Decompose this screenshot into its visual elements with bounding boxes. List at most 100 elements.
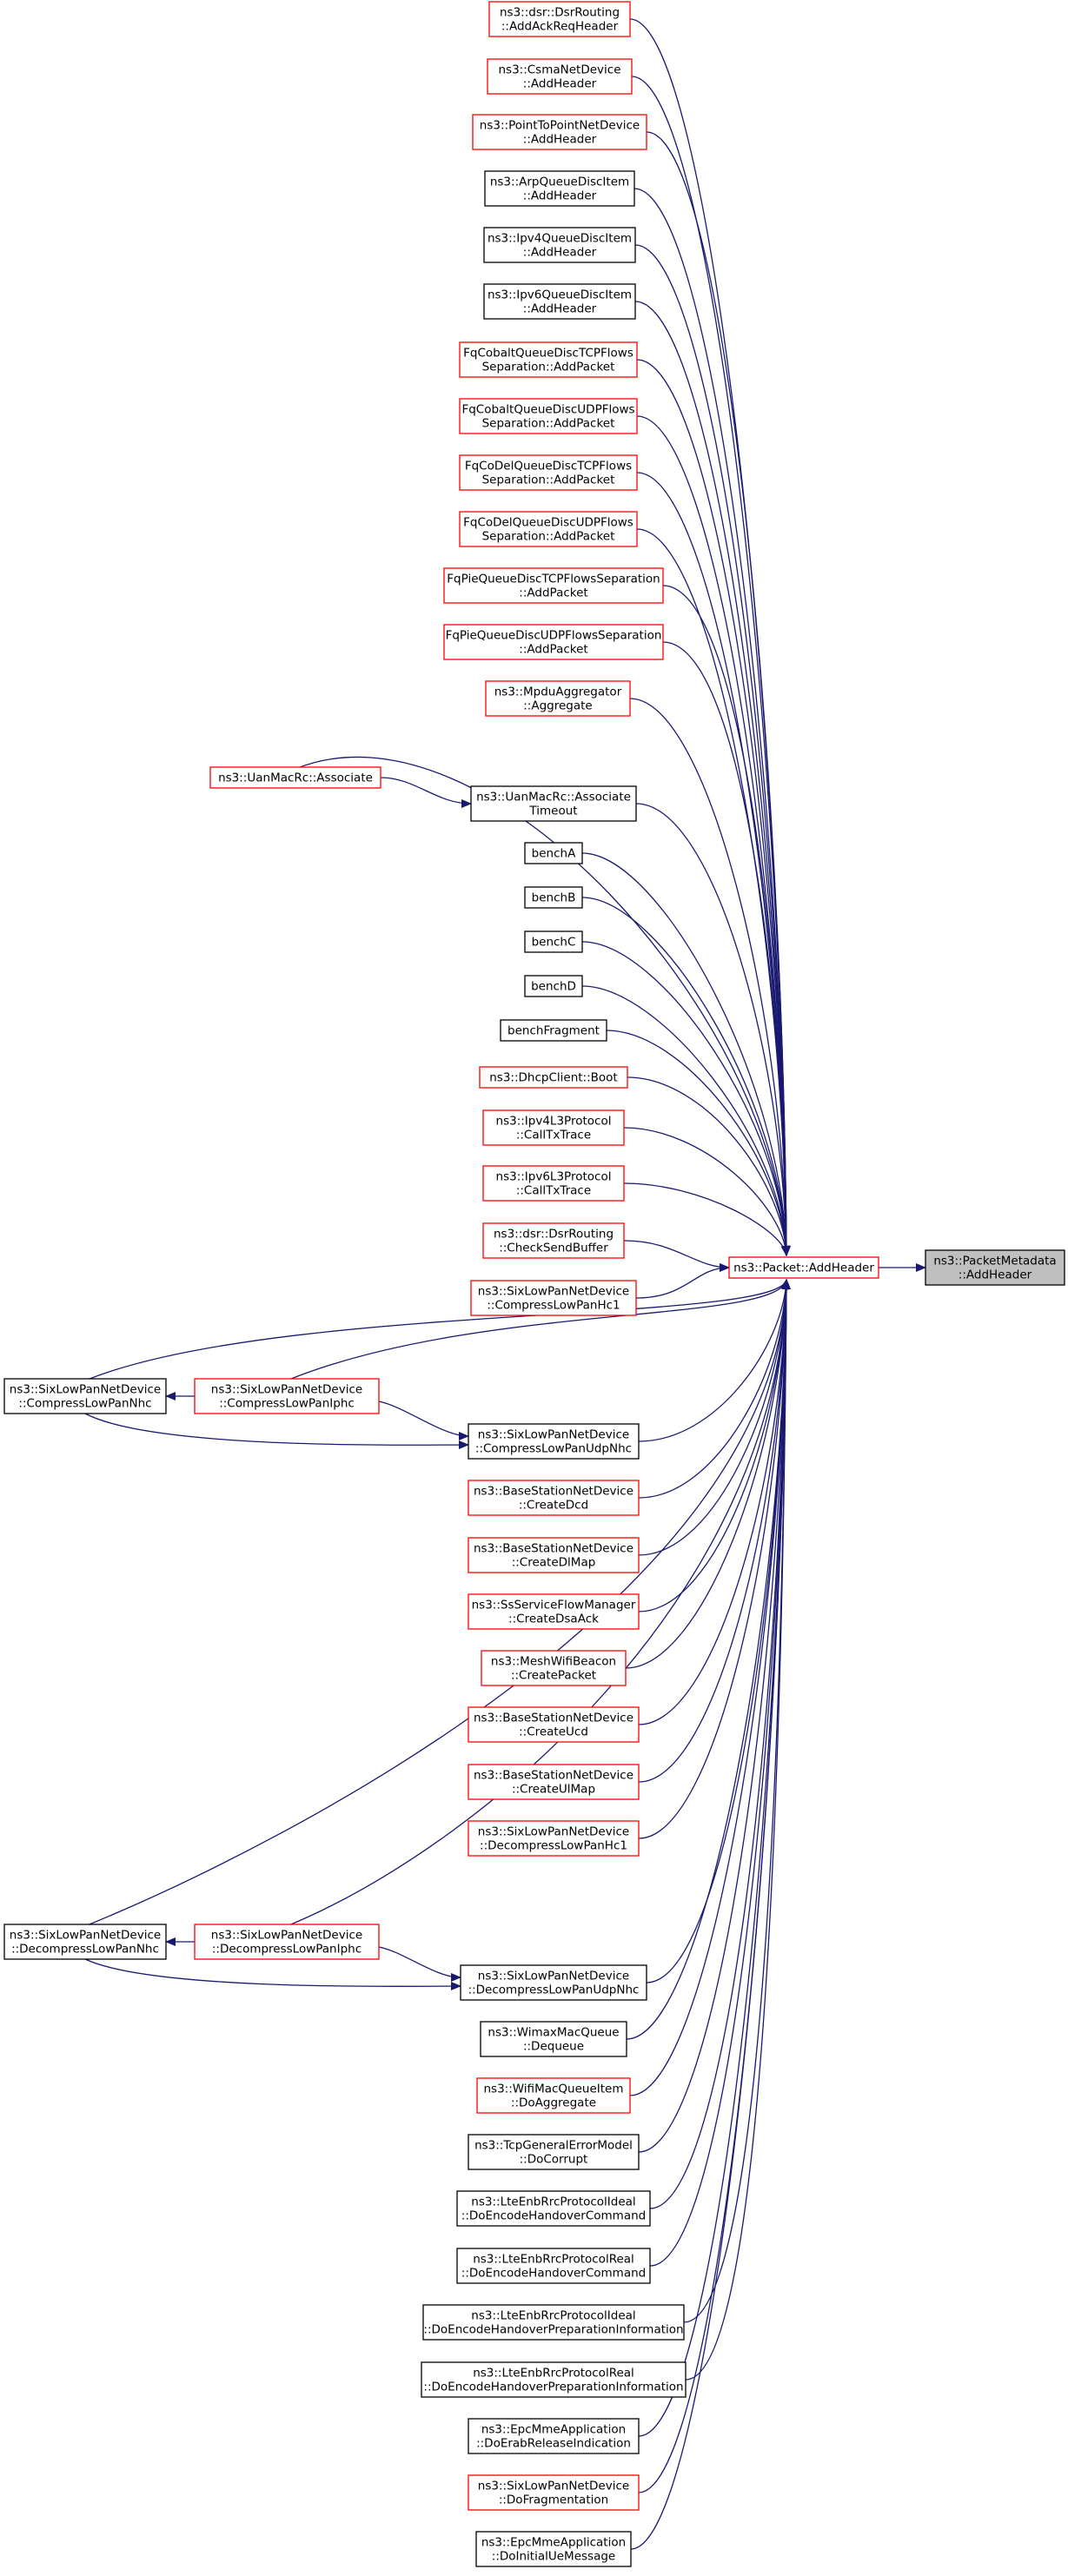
edge-caller-20-to-center	[627, 1076, 791, 1256]
caller-node-8-box	[459, 398, 638, 434]
edge-caller-5-to-center	[634, 244, 791, 1256]
secondary-node-3-label-1: ns3::SixLowPanNetDevice	[10, 1383, 161, 1397]
caller-node-27[interactable]: ns3::BaseStationNetDevice::CreateDlMap	[468, 1537, 640, 1573]
caller-node-28-label-2: ::CreateDsaAck	[508, 1612, 599, 1626]
caller-node-10[interactable]: FqCoDelQueueDiscUDPFlowsSeparation::AddP…	[459, 511, 638, 547]
secondary-node-5-label-2: ::DecompressLowPanNhc	[11, 1943, 159, 1957]
caller-node-32[interactable]: ns3::SixLowPanNetDevice::DecompressLowPa…	[468, 1820, 640, 1857]
target-node-packetmetadata-addheader: ns3::PacketMetadata::AddHeader	[925, 1249, 1065, 1286]
caller-node-2[interactable]: ns3::CsmaNetDevice::AddHeader	[487, 58, 633, 95]
secondary-node-4-label-2: ::DecompressLowPanIphc	[212, 1943, 362, 1957]
caller-node-25-box	[468, 1423, 640, 1460]
caller-node-10-box	[459, 511, 638, 547]
caller-node-42[interactable]: ns3::SixLowPanNetDevice::DoFragmentation	[468, 2474, 640, 2511]
edge-caller-29-to-center	[625, 1279, 791, 1669]
secondary-node-5-label-1: ns3::SixLowPanNetDevice	[10, 1929, 161, 1943]
caller-node-25-label-2: ::CompressLowPanUdpNhc	[475, 1442, 632, 1456]
caller-node-22[interactable]: ns3::Ipv6L3Protocol::CallTxTrace	[482, 1165, 625, 1202]
caller-node-21[interactable]: ns3::Ipv4L3Protocol::CallTxTrace	[482, 1109, 625, 1146]
secondary-node-2[interactable]: ns3::SixLowPanNetDevice::CompressLowPanI…	[194, 1378, 380, 1414]
caller-node-41-box	[468, 2418, 640, 2454]
caller-node-24[interactable]: ns3::SixLowPanNetDevice::CompressLowPanH…	[470, 1280, 637, 1316]
edge-caller-17-to-center	[581, 941, 791, 1256]
secondary-node-2-box	[194, 1378, 380, 1414]
caller-node-21-label-1: ns3::Ipv4L3Protocol	[496, 1115, 612, 1129]
center-node-packet-addheader[interactable]: ns3::Packet::AddHeader	[728, 1256, 879, 1279]
caller-node-7-label-2: Separation::AddPacket	[482, 361, 615, 374]
secondary-node-4-label-1: ns3::SixLowPanNetDevice	[211, 1929, 362, 1943]
caller-node-33-label-2: ::DecompressLowPanUdpNhc	[468, 1983, 640, 1997]
caller-node-1-label-1: ns3::dsr::DsrRouting	[500, 6, 620, 20]
caller-node-41: ns3::EpcMmeApplication::DoErabReleaseInd…	[468, 2418, 640, 2454]
caller-node-16-label-1: benchB	[532, 891, 576, 905]
caller-node-6-box	[483, 283, 636, 320]
caller-node-43-box	[475, 2531, 632, 2567]
caller-node-40-box	[421, 2361, 687, 2398]
caller-node-24-label-2: ::CompressLowPanHc1	[487, 1299, 620, 1313]
caller-node-37-label-1: ns3::LteEnbRrcProtocolIdeal	[471, 2195, 635, 2209]
caller-node-20[interactable]: ns3::DhcpClient::Boot	[479, 1066, 628, 1089]
caller-node-31-box	[468, 1764, 640, 1800]
caller-node-19: benchFragment	[500, 1019, 607, 1042]
secondary-node-3-label-2: ::CompressLowPanNhc	[18, 1397, 151, 1411]
secondary-node-2-label-1: ns3::SixLowPanNetDevice	[211, 1383, 362, 1397]
caller-node-5-label-2: ::AddHeader	[523, 246, 597, 260]
edge-caller-30-to-center	[638, 1279, 791, 1725]
call-edges	[84, 18, 926, 2550]
caller-node-31-label-1: ns3::BaseStationNetDevice	[474, 1769, 634, 1783]
caller-node-4-box	[484, 170, 635, 207]
caller-node-7[interactable]: FqCobaltQueueDiscTCPFlowsSeparation::Add…	[459, 341, 638, 378]
caller-node-15-box	[524, 842, 583, 864]
caller-node-35[interactable]: ns3::WifiMacQueueItem::DoAggregate	[476, 2077, 631, 2114]
caller-node-29[interactable]: ns3::MeshWifiBeacon::CreatePacket	[481, 1650, 627, 1686]
caller-node-43-label-1: ns3::EpcMmeApplication	[481, 2536, 626, 2550]
caller-node-30-box	[468, 1706, 640, 1743]
caller-node-12[interactable]: FqPieQueueDiscUDPFlowsSeparation::AddPac…	[443, 624, 664, 660]
caller-node-23[interactable]: ns3::dsr::DsrRouting::CheckSendBuffer	[482, 1222, 625, 1259]
edge-caller-40-to-center	[685, 1279, 791, 2381]
caller-node-26[interactable]: ns3::BaseStationNetDevice::CreateDcd	[468, 1480, 640, 1516]
caller-node-33: ns3::SixLowPanNetDevice::DecompressLowPa…	[460, 1964, 647, 2001]
caller-node-36-box	[468, 2134, 640, 2170]
caller-node-28[interactable]: ns3::SsServiceFlowManager::CreateDsaAck	[468, 1593, 640, 1630]
caller-node-34-label-2: ::Dequeue	[523, 2040, 584, 2054]
caller-node-30[interactable]: ns3::BaseStationNetDevice::CreateUcd	[468, 1706, 640, 1743]
caller-node-27-label-1: ns3::BaseStationNetDevice	[474, 1542, 634, 1556]
edge-associate-to-timeout	[380, 777, 472, 808]
caller-node-35-label-1: ns3::WifiMacQueueItem	[483, 2083, 623, 2096]
secondary-node-4[interactable]: ns3::SixLowPanNetDevice::DecompressLowPa…	[194, 1924, 380, 1960]
caller-node-6-label-1: ns3::Ipv6QueueDiscItem	[488, 288, 632, 302]
caller-node-38-label-2: ::DoEncodeHandoverCommand	[461, 2267, 646, 2281]
caller-node-13-box	[485, 680, 631, 717]
caller-node-13[interactable]: ns3::MpduAggregator::Aggregate	[485, 680, 631, 717]
caller-node-29-label-1: ns3::MeshWifiBeacon	[491, 1655, 616, 1669]
caller-node-9[interactable]: FqCoDelQueueDiscTCPFlowsSeparation::AddP…	[459, 454, 638, 491]
caller-node-8[interactable]: FqCobaltQueueDiscUDPFlowsSeparation::Add…	[459, 398, 638, 434]
edge-caller-12-to-center	[662, 641, 791, 1256]
target-node-packetmetadata-addheader-label-2: ::AddHeader	[959, 1268, 1032, 1282]
edge-caller-22-to-center	[623, 1182, 790, 1256]
secondary-node-1[interactable]: ns3::UanMacRc::Associate	[209, 766, 381, 789]
caller-node-31[interactable]: ns3::BaseStationNetDevice::CreateUlMap	[468, 1764, 640, 1800]
caller-node-18: benchD	[524, 975, 583, 997]
caller-node-37-label-2: ::DoEncodeHandoverCommand	[461, 2209, 646, 2223]
caller-node-4-label-1: ns3::ArpQueueDiscItem	[490, 175, 629, 189]
edge-compress-nhc-to-udpnhc	[84, 1413, 469, 1450]
edge-secondary-1-to-center	[295, 756, 791, 1256]
caller-node-3[interactable]: ns3::PointToPointNetDevice::AddHeader	[472, 114, 647, 150]
caller-node-1[interactable]: ns3::dsr::DsrRouting::AddAckReqHeader	[488, 1, 631, 37]
caller-node-38-box	[456, 2248, 651, 2284]
caller-node-11[interactable]: FqPieQueueDiscTCPFlowsSeparation::AddPac…	[443, 567, 664, 604]
caller-node-7-box	[459, 341, 638, 378]
caller-node-30-label-2: ::CreateUcd	[519, 1725, 588, 1739]
secondary-node-3: ns3::SixLowPanNetDevice::CompressLowPanN…	[3, 1378, 167, 1414]
caller-node-26-label-1: ns3::BaseStationNetDevice	[474, 1485, 634, 1499]
caller-node-22-box	[482, 1165, 625, 1202]
edge-secondary-4-to-center	[286, 1279, 791, 1927]
caller-node-2-label-2: ::AddHeader	[523, 77, 597, 91]
caller-node-42-label-2: ::DoFragmentation	[499, 2493, 608, 2507]
caller-node-14-label-1: ns3::UanMacRc::Associate	[476, 791, 631, 805]
caller-node-39-label-1: ns3::LteEnbRrcProtocolIdeal	[471, 2309, 635, 2323]
edge-secondary-2-to-center	[286, 1279, 789, 1381]
